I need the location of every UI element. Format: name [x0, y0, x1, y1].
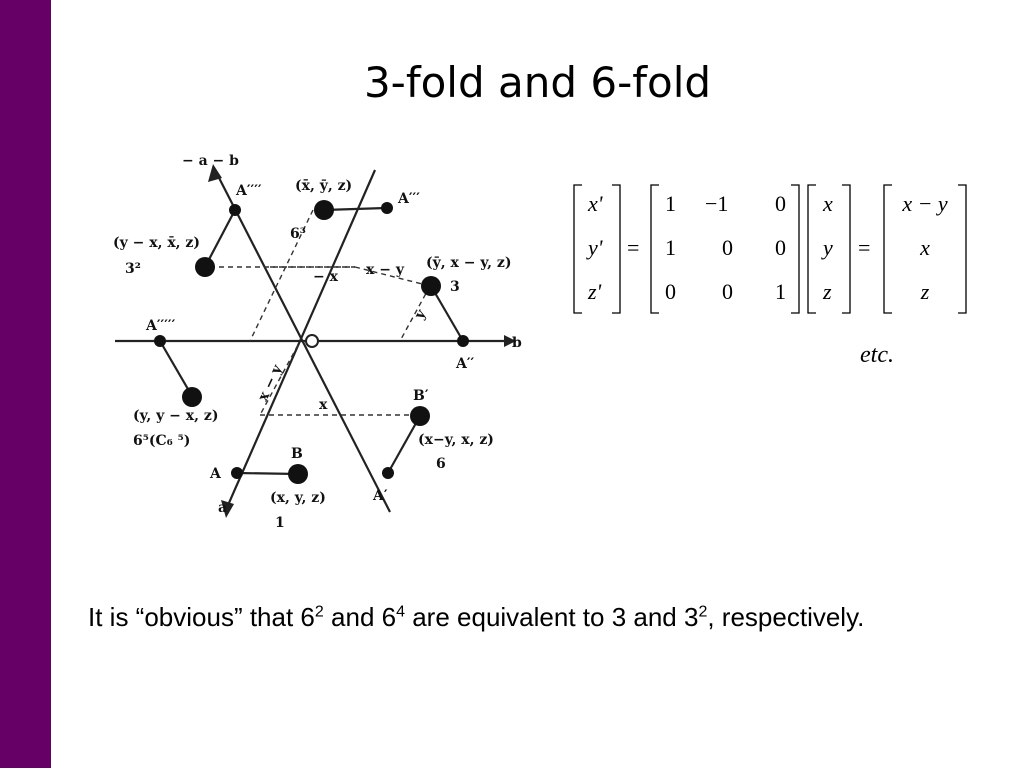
label-a: A [209, 466, 222, 482]
rotation-axis-center [305, 334, 319, 348]
atom-a1 [382, 467, 394, 479]
bracket-vec-right [842, 184, 851, 314]
label-a4: A′′′′ [235, 183, 262, 199]
rot-0-2: 0 [775, 191, 786, 216]
coord-xyz: (x, y, z) [270, 490, 326, 506]
coord-y-y-minus-x: (y, y − x, z) [133, 408, 218, 424]
atom-b [288, 464, 308, 484]
arrowhead-top [208, 164, 222, 182]
dash-63-diagonal [249, 209, 314, 342]
axis-line-a1 [214, 169, 391, 513]
body-part-1: It is “obvious” that 6 [88, 602, 315, 632]
rot-0-1: −1 [705, 191, 728, 216]
rot-2-0: 0 [665, 279, 676, 304]
label-axis-b: b [512, 335, 522, 351]
op-6-5: 6⁵(C₆ ⁵) [133, 433, 190, 449]
lhs-z: z' [587, 279, 602, 304]
seg-minus-x: − x [313, 269, 339, 285]
bond-bp-a1 [387, 415, 421, 474]
res-1: x [919, 235, 930, 260]
bracket-res-left [883, 184, 892, 314]
body-paragraph: It is “obvious” that 62 and 64 are equiv… [88, 598, 1004, 636]
vec-x: x [822, 191, 833, 216]
body-part-4: , respectively. [707, 602, 865, 632]
etc-label: etc. [860, 342, 894, 368]
atom-a5 [154, 335, 166, 347]
rot-2-2: 1 [775, 279, 786, 304]
vec-y: y [821, 235, 833, 260]
coord-x-minus-y-x: (x−y, x, z) [418, 432, 494, 448]
bracket-rot-left [650, 184, 659, 314]
equals-1: = [627, 235, 639, 260]
atom-a3 [381, 202, 393, 214]
atom-63 [314, 200, 334, 220]
coord-y-minus-x: (y − x, x̄, z) [113, 235, 200, 251]
seg-x-minus-y: x − y [366, 262, 405, 278]
label-b: B [291, 446, 303, 462]
equals-2: = [858, 235, 870, 260]
rot-0-0: 1 [665, 191, 676, 216]
bond-63-a3 [323, 206, 388, 212]
res-2: z [920, 279, 930, 304]
atom-65 [182, 387, 202, 407]
atom-a4 [229, 204, 241, 216]
label-axis-a: a [218, 500, 227, 516]
atom-a2 [457, 335, 469, 347]
bond-a4-32 [204, 209, 236, 268]
symmetry-diagram: − a − b b a A′′′′ A′′′ A′′′′′ A′′ A′ A B… [113, 153, 522, 531]
atom-a [231, 467, 243, 479]
arrowhead-right [504, 335, 516, 347]
label-bp: B′ [413, 388, 429, 404]
arrowhead-bottom [221, 500, 234, 518]
rot-1-1: 0 [722, 235, 733, 260]
slide-title: 3-fold and 6-fold [363, 58, 712, 107]
op-1: 1 [275, 515, 285, 531]
op-3: 3 [450, 279, 460, 295]
lhs-x: x' [587, 191, 603, 216]
rot-1-2: 0 [775, 235, 786, 260]
seg-x: x [319, 397, 328, 413]
body-part-3: are equivalent to 3 and 3 [405, 602, 699, 632]
op-6: 6 [436, 456, 446, 472]
label-a3: A′′′ [397, 191, 420, 207]
body-sup-2: 4 [396, 603, 405, 621]
bracket-lhs-left [573, 184, 582, 314]
vec-z: z [822, 279, 832, 304]
op-6-3: 6³ [290, 226, 306, 242]
dash-x-minus-y [354, 266, 431, 287]
label-a1: A′ [372, 488, 388, 504]
coord-ybar-x-minus-y: (ȳ, x − y, z) [426, 255, 511, 271]
bracket-lhs-right [612, 184, 621, 314]
label-a5: A′′′′′ [145, 318, 176, 334]
atom-32 [195, 257, 215, 277]
atom-3 [421, 276, 441, 296]
bond-a5-65 [159, 340, 193, 397]
axis-line-a [223, 169, 377, 513]
coord-xbar-ybar-z: (x̄, ȳ, z) [295, 178, 352, 194]
dash-y-segment [399, 285, 431, 342]
body-sup-3: 2 [698, 603, 708, 621]
label-a2: A′′ [455, 356, 475, 372]
matrix-equation: x' y' z' = 1 −1 0 1 0 0 0 0 1 x y z = x … [573, 184, 967, 314]
bond-3-a2 [430, 285, 464, 342]
rot-1-0: 1 [665, 235, 676, 260]
body-part-2: and 6 [323, 602, 397, 632]
res-0: x − y [901, 191, 948, 216]
bracket-vec-left [807, 184, 816, 314]
bracket-res-right [958, 184, 967, 314]
body-sup-1: 2 [314, 603, 324, 621]
dash-x-minus-y-diag [259, 344, 299, 416]
bracket-rot-right [791, 184, 800, 314]
rot-2-1: 0 [722, 279, 733, 304]
bond-a-b [236, 471, 299, 476]
label-axis-top: − a − b [182, 153, 239, 169]
atom-bp [410, 406, 430, 426]
op-3-2: 3² [125, 261, 141, 277]
sidebar-accent-bar [0, 0, 51, 768]
seg-y: y [411, 306, 430, 323]
lhs-y: y' [586, 235, 603, 260]
